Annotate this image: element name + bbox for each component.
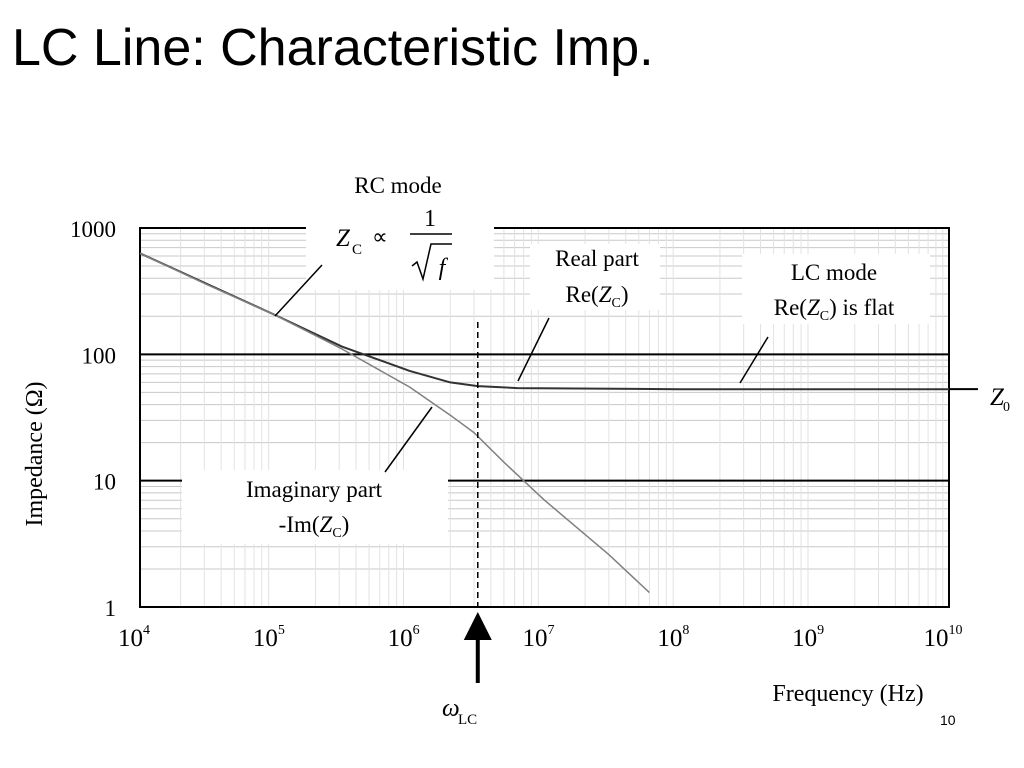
mask-rc-mode bbox=[306, 220, 494, 290]
rc-mode-formula-rel: ∝ bbox=[372, 224, 388, 249]
y-axis-title: Impedance (Ω) bbox=[22, 381, 48, 526]
series-layer bbox=[139, 252, 978, 594]
slide-title: LC Line: Characteristic Imp. bbox=[12, 19, 654, 77]
leader-real-part bbox=[517, 317, 550, 382]
z0-label-subscript: 0 bbox=[1003, 400, 1010, 415]
marker-layer bbox=[463, 322, 492, 683]
x-tick-label: 109 bbox=[792, 623, 824, 652]
mask-lc-mode bbox=[742, 254, 930, 324]
y-tick-label: 1000 bbox=[70, 217, 116, 242]
x-tick-label: 108 bbox=[657, 623, 689, 652]
x-tick-label: 105 bbox=[253, 623, 285, 652]
lc-mode-title: LC mode bbox=[791, 260, 877, 285]
lc-mode-formula: Re(ZC) is flat bbox=[774, 295, 895, 324]
series-line-imag bbox=[139, 252, 650, 594]
omega-lc-label: ω bbox=[442, 695, 460, 722]
rc-mode-fraction-numerator: 1 bbox=[424, 206, 436, 232]
square-root-symbol bbox=[411, 243, 452, 282]
rc-mode-formula-var: Z bbox=[336, 225, 351, 252]
x-axis-title: Frequency (Hz) bbox=[772, 681, 923, 707]
real-part-formula: Re(ZC) bbox=[565, 282, 628, 311]
imag-part-formula: -Im(ZC) bbox=[279, 512, 350, 541]
y-tick-label: 100 bbox=[82, 343, 117, 368]
page-number: 10 bbox=[940, 712, 956, 728]
leader-imag-part bbox=[384, 406, 433, 473]
x-tick-label: 1010 bbox=[924, 623, 963, 652]
mask-real-part bbox=[530, 244, 660, 310]
x-tick-label: 106 bbox=[388, 623, 420, 652]
real-part-title: Real part bbox=[555, 246, 639, 271]
mask-imag-part bbox=[182, 470, 448, 544]
y-tick-label: 10 bbox=[93, 470, 116, 495]
arrow-head bbox=[463, 612, 492, 640]
imag-part-title: Imaginary part bbox=[246, 477, 383, 502]
rc-mode-fraction-denominator: f bbox=[439, 255, 449, 281]
leader-lc-mode bbox=[739, 336, 769, 384]
rc-mode-formula-sub: C bbox=[352, 242, 362, 258]
plot-frame bbox=[139, 227, 950, 608]
omega-lc-subscript: LC bbox=[458, 712, 477, 728]
y-tick-label: 1 bbox=[105, 596, 117, 621]
x-tick-label: 107 bbox=[523, 623, 555, 652]
ticks-layer: 1 10 100 1000 104 105 106 107 108 109 1010 bbox=[70, 217, 963, 652]
rc-mode-title: RC mode bbox=[354, 173, 442, 198]
leader-rc-mode bbox=[274, 264, 323, 317]
z0-label: Z bbox=[990, 384, 1005, 411]
x-tick-label: 104 bbox=[118, 623, 150, 652]
